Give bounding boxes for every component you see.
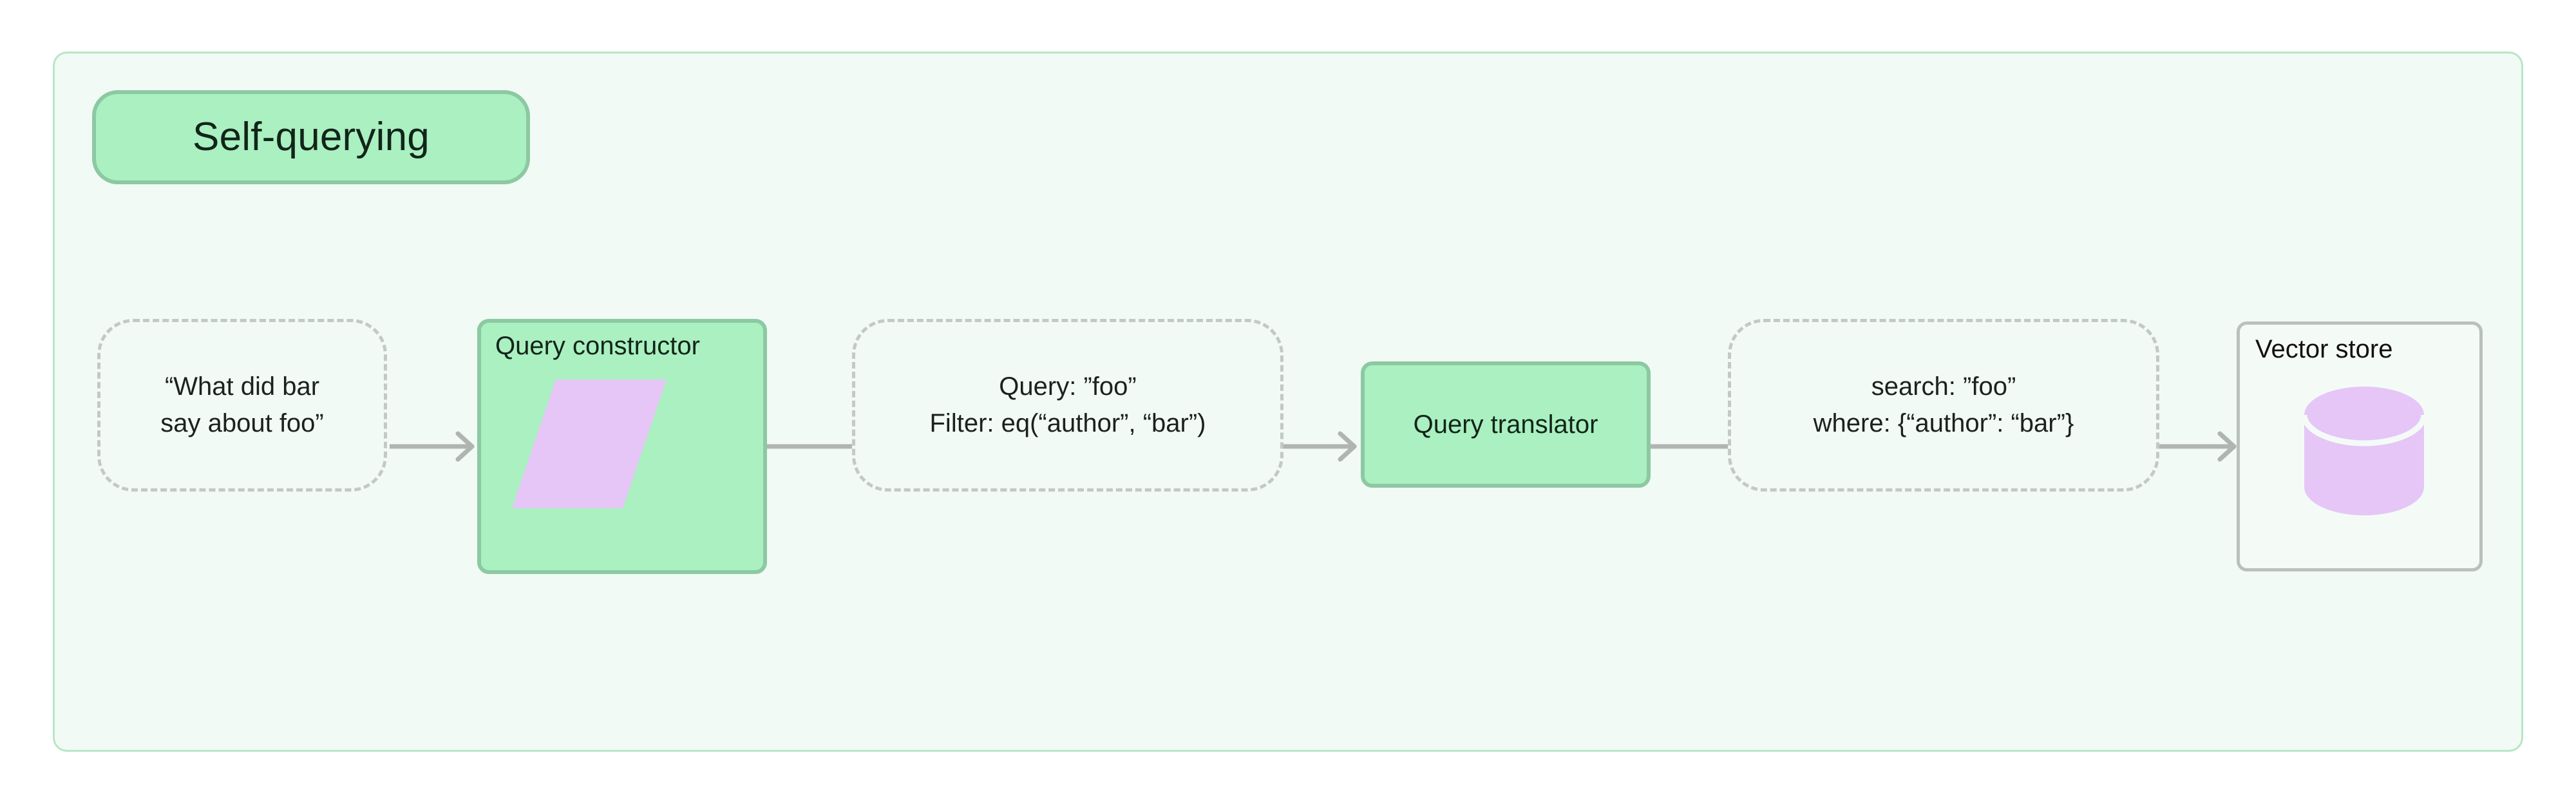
structured-query-line-1: Query: ”foo” bbox=[999, 372, 1137, 401]
user-question-line-1: “What did bar bbox=[164, 372, 320, 401]
query-translator-heading: Query translator bbox=[1413, 410, 1598, 439]
vector-store-heading: Vector store bbox=[2255, 335, 2393, 363]
node-native-query[interactable]: search: ”foo” where: {“author”: “bar”} bbox=[1728, 319, 2159, 492]
self-querying-subgraph: Self-querying “What did bar say about fo… bbox=[53, 52, 2523, 752]
native-query-line-1: search: ”foo” bbox=[1871, 372, 2016, 401]
parallelogram-icon bbox=[512, 379, 667, 508]
subgraph-title-label: Self-querying bbox=[193, 115, 430, 159]
structured-query-line-2: Filter: eq(“author”, “bar”) bbox=[929, 409, 1206, 437]
connector-query-constructor-to-structured-query bbox=[767, 427, 852, 466]
connector-query-translator-to-native-query bbox=[1651, 427, 1728, 466]
node-query-translator[interactable]: Query translator bbox=[1361, 361, 1651, 488]
node-vector-store[interactable]: Vector store bbox=[2237, 321, 2483, 571]
database-cylinder-icon bbox=[2301, 387, 2427, 515]
node-query-constructor[interactable]: Query constructor bbox=[477, 319, 767, 574]
subgraph-title-badge: Self-querying bbox=[92, 90, 530, 184]
flow-row: “What did bar say about foo” Query const… bbox=[55, 53, 2525, 754]
node-structured-query[interactable]: Query: ”foo” Filter: eq(“author”, “bar”) bbox=[852, 319, 1283, 492]
query-constructor-heading: Query constructor bbox=[495, 332, 700, 360]
connector-structured-query-to-query-translator bbox=[1283, 427, 1361, 466]
connector-native-query-to-vector-store bbox=[2159, 427, 2242, 466]
native-query-line-2: where: {“author”: “bar”} bbox=[1813, 409, 2074, 437]
connector-question-to-query-constructor bbox=[390, 427, 480, 466]
node-user-question[interactable]: “What did bar say about foo” bbox=[97, 319, 387, 492]
user-question-line-2: say about foo” bbox=[160, 409, 324, 437]
